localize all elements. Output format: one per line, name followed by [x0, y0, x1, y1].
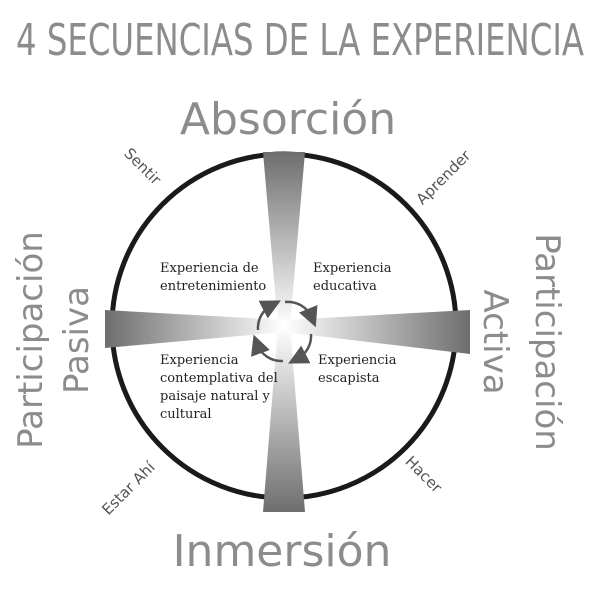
cycle-arrows-icon — [251, 300, 318, 364]
axis-bottom-label: Inmersión — [173, 526, 392, 577]
axis-top-label: Absorción — [180, 94, 396, 145]
axis-right-inner-label: Activa — [475, 289, 515, 394]
quadrant-text-line: entretenimiento — [160, 279, 266, 294]
quadrant-text-line: escapista — [318, 371, 380, 386]
quadrant-text-line: Experiencia — [160, 353, 239, 368]
axis-left-outer-label: Participación — [11, 231, 51, 449]
quadrant-top-left-text: Experiencia de entretenimiento — [160, 261, 266, 294]
quadrant-text-line: Experiencia — [313, 261, 392, 276]
quadrant-text-line: contemplativa del — [160, 371, 278, 386]
quadrant-bottom-left-text: Experiencia contemplativa del paisaje na… — [160, 353, 282, 422]
diagonal-bottom-right-label: Hacer — [402, 452, 447, 497]
quadrant-text-line: cultural — [160, 407, 212, 422]
axis-right-outer-label: Participación — [527, 233, 567, 451]
diagonal-top-right-label: Aprender — [413, 146, 475, 208]
axis-left-inner-label: Pasiva — [57, 286, 97, 394]
quadrant-text-line: educativa — [313, 279, 377, 294]
diagonal-top-left-label: Sentir — [120, 144, 165, 189]
quadrant-bottom-right-text: Experiencia escapista — [318, 353, 401, 386]
quadrant-text-line: Experiencia de — [160, 261, 259, 276]
diagonal-bottom-left-label: Estar Ahí — [98, 458, 159, 519]
quadrant-text-line: paisaje natural y — [160, 389, 270, 404]
quadrant-top-right-text: Experiencia educativa — [313, 261, 396, 294]
quadrant-text-line: Experiencia — [318, 353, 397, 368]
diagram-title: 4 SECUENCIAS DE LA EXPERIENCIA — [16, 15, 584, 66]
arm-top — [263, 152, 305, 326]
arm-right — [284, 310, 470, 354]
arm-bottom — [263, 326, 305, 512]
arm-left — [105, 310, 284, 348]
